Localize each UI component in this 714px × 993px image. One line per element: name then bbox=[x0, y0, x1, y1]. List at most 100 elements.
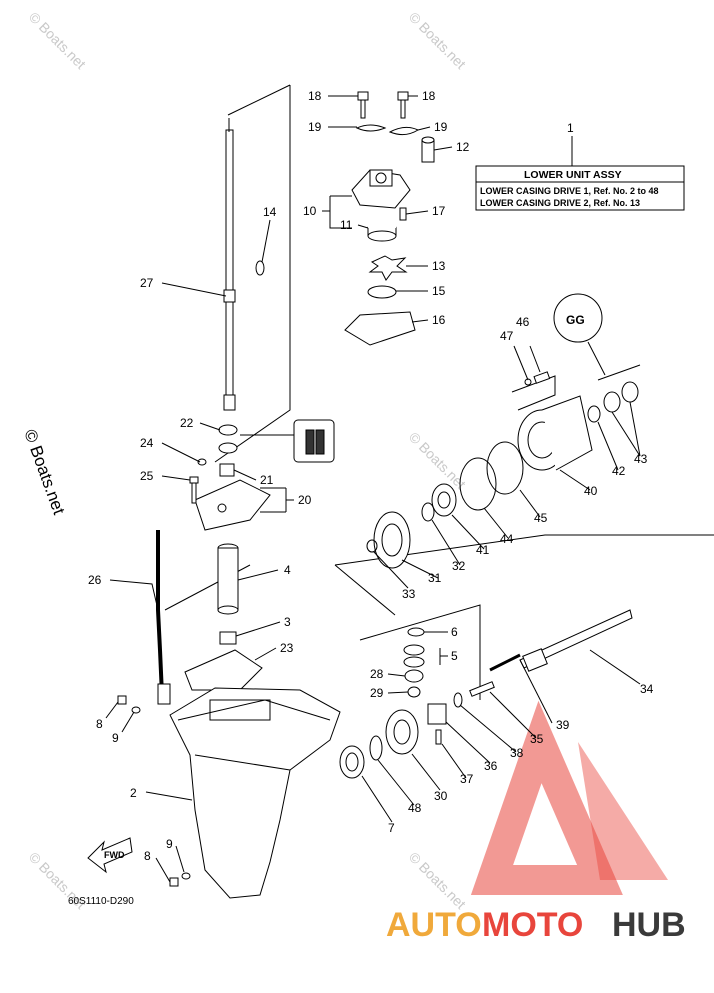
callout-31: 31 bbox=[428, 571, 442, 585]
bolt-46 bbox=[533, 371, 551, 384]
gaskets-19 bbox=[355, 124, 420, 136]
seals-43 bbox=[603, 381, 639, 413]
callout-1: 1 bbox=[567, 121, 574, 135]
retainer-20 bbox=[194, 479, 271, 531]
fwd-arrow: FWD bbox=[87, 837, 133, 874]
callout-29: 29 bbox=[370, 686, 384, 700]
callout-2: 2 bbox=[130, 786, 137, 800]
automotohub-logo: AUTO MOTO HUB bbox=[386, 700, 686, 944]
callout-20: 20 bbox=[298, 493, 312, 507]
callout-45: 45 bbox=[534, 511, 548, 525]
pinion-28 bbox=[404, 669, 424, 683]
shim-32 bbox=[421, 502, 435, 522]
callout-40: 40 bbox=[584, 484, 598, 498]
insert-11 bbox=[367, 222, 397, 242]
leader-lines bbox=[105, 95, 641, 883]
bolts-18 bbox=[357, 91, 409, 119]
water-pump-housing bbox=[351, 136, 435, 209]
spring-39 bbox=[489, 653, 521, 672]
lower-casing-2 bbox=[169, 687, 341, 899]
callout-4: 4 bbox=[284, 563, 291, 577]
callout-30: 30 bbox=[434, 789, 448, 803]
pin-17 bbox=[399, 207, 407, 221]
callout-38: 38 bbox=[510, 746, 524, 760]
callout-41: 41 bbox=[476, 543, 490, 557]
pin-37 bbox=[435, 729, 442, 745]
tube-4 bbox=[217, 543, 239, 615]
callout-44: 44 bbox=[500, 532, 514, 546]
logo-hub: HUB bbox=[612, 906, 686, 944]
bolt-8-lower bbox=[169, 877, 179, 887]
shim-33 bbox=[366, 539, 378, 553]
bolt-8-upper bbox=[117, 695, 127, 705]
bushing-3 bbox=[219, 631, 237, 645]
bearing-41 bbox=[431, 483, 457, 517]
logo-triangle-outer bbox=[470, 700, 623, 895]
svg-text:GG: GG bbox=[566, 313, 585, 327]
callout-28: 28 bbox=[370, 667, 384, 681]
callout-27: 27 bbox=[140, 276, 154, 290]
callout-47: 47 bbox=[500, 329, 514, 343]
callout-21: 21 bbox=[260, 473, 274, 487]
shaft-group-bracket bbox=[214, 85, 291, 463]
callout-19-left: 19 bbox=[308, 120, 322, 134]
callout-11: 11 bbox=[340, 218, 353, 232]
callout-15: 15 bbox=[432, 284, 446, 298]
callout-36: 36 bbox=[484, 759, 498, 773]
callout-12: 12 bbox=[456, 140, 470, 154]
bolt-bracket bbox=[511, 375, 556, 411]
callout-9-upper: 9 bbox=[112, 731, 119, 745]
grease-symbol: GG bbox=[553, 293, 606, 376]
watermark-bottom-center: © Boats.net bbox=[406, 849, 469, 912]
shift-rod-26 bbox=[156, 530, 164, 696]
callout-19-right: 19 bbox=[434, 120, 448, 134]
callouts: 1 2 3 4 5 6 7 8 8 9 9 10 11 12 13 14 15 … bbox=[88, 89, 654, 863]
callout-24: 24 bbox=[140, 436, 154, 450]
callout-5: 5 bbox=[451, 649, 458, 663]
callout-7: 7 bbox=[388, 821, 395, 835]
callout-48: 48 bbox=[408, 801, 422, 815]
bearings-22 bbox=[218, 424, 238, 454]
callout-22: 22 bbox=[180, 416, 194, 430]
oring-15 bbox=[367, 285, 397, 299]
watermark-top-center: © Boats.net bbox=[406, 9, 469, 72]
washer-9-upper bbox=[131, 706, 141, 714]
plate-16 bbox=[344, 311, 416, 346]
callout-35: 35 bbox=[530, 732, 544, 746]
inset-box-22 bbox=[240, 419, 335, 463]
gasket-23 bbox=[184, 649, 263, 691]
callout-32: 32 bbox=[452, 559, 466, 573]
callout-43: 43 bbox=[634, 452, 648, 466]
washer-24 bbox=[197, 458, 207, 466]
logo-triangle-shade bbox=[578, 742, 668, 880]
nut-29 bbox=[407, 686, 421, 698]
callout-34: 34 bbox=[640, 682, 654, 696]
callout-26: 26 bbox=[88, 573, 102, 587]
callout-3: 3 bbox=[284, 615, 291, 629]
callout-33: 33 bbox=[402, 587, 416, 601]
callout-37: 37 bbox=[460, 772, 474, 786]
drive-shaft bbox=[223, 118, 236, 411]
bearing-5 bbox=[403, 644, 425, 668]
clutch-36 bbox=[427, 703, 447, 725]
watermark-left-vertical: © Boats.net bbox=[20, 427, 68, 517]
propshaft-bracket bbox=[359, 604, 481, 700]
callout-9-lower: 9 bbox=[166, 837, 173, 851]
watermark-top-left: © Boats.net bbox=[26, 9, 89, 72]
callout-25: 25 bbox=[140, 469, 154, 483]
assy-line-1: LOWER CASING DRIVE 1, Ref. No. 2 to 48 bbox=[480, 186, 659, 196]
callout-14: 14 bbox=[263, 205, 277, 219]
callout-6: 6 bbox=[451, 625, 458, 639]
logo-moto: MOTO bbox=[482, 906, 583, 944]
bearing-7 bbox=[339, 745, 365, 779]
callout-13: 13 bbox=[432, 259, 446, 273]
callout-39: 39 bbox=[556, 718, 570, 732]
gear-30 bbox=[385, 709, 419, 755]
forward-gear-31 bbox=[373, 511, 411, 569]
callout-18-right: 18 bbox=[422, 89, 436, 103]
impeller-13 bbox=[368, 255, 408, 281]
pin-35 bbox=[469, 681, 495, 697]
key-part bbox=[255, 260, 265, 276]
washer-38 bbox=[453, 692, 463, 708]
